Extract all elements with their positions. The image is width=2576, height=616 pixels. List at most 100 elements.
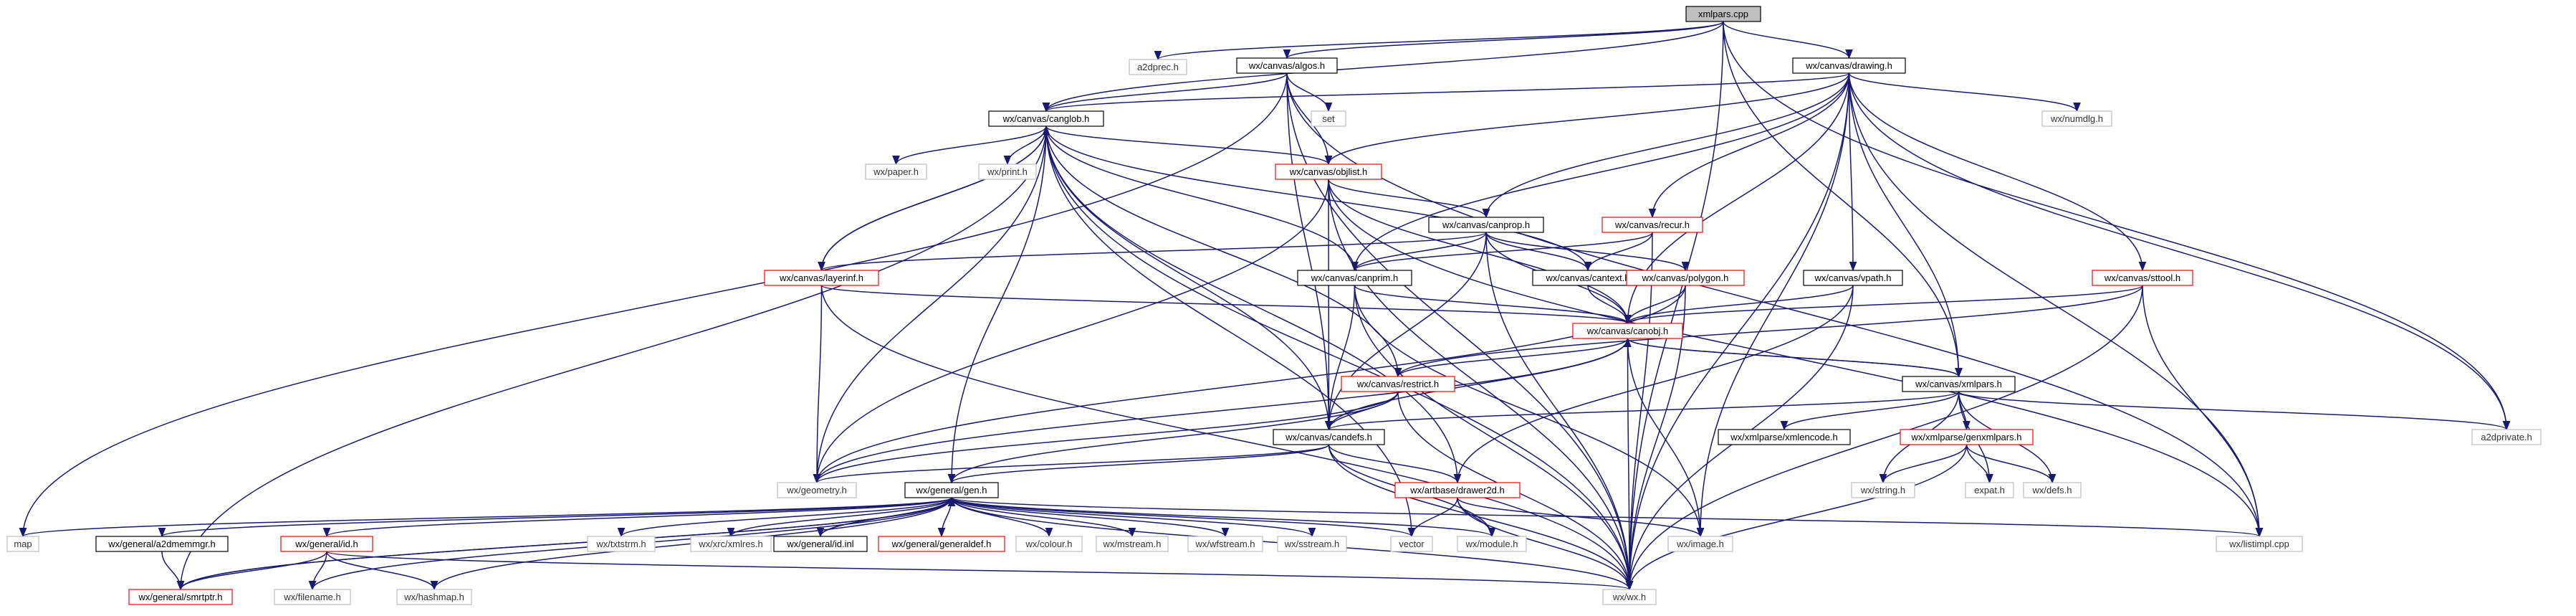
node-box <box>878 536 1005 552</box>
edge-canprim_h-to-candefs_h <box>1325 285 1356 431</box>
edge-gen_h-to-a2dmemmgr_h <box>158 497 952 538</box>
node-algos-h[interactable]: wx/canvas/algos.h <box>1236 57 1338 74</box>
node-label: wx/general/gen.h <box>915 485 987 496</box>
edge-canobj_h-to-image_h <box>1627 338 1705 538</box>
edge-sttool_h-to-restrict_h <box>1394 285 2143 378</box>
edge-drawing_h-to-canprim_h <box>1351 72 1850 272</box>
node-id-inl[interactable]: wx/general/id.inl <box>773 536 868 552</box>
edge-drawing_h-to-listimpl_cpp <box>1848 72 2264 538</box>
node-label: wx/artbase/drawer2d.h <box>1409 485 1505 496</box>
node-map: map <box>6 536 39 552</box>
node-listimpl-cpp: wx/listimpl.cpp <box>2216 536 2303 552</box>
edge-id_h-to-smrtptr_h <box>176 551 327 591</box>
node-label: wx/colour.h <box>1025 539 1072 549</box>
node-box <box>1457 536 1527 552</box>
node-canobj-h[interactable]: wx/canvas/canobj.h <box>1572 323 1683 339</box>
edge-objlist_h-to-canprop_h <box>1328 179 1490 219</box>
node-wfstream-h: wx/wfstream.h <box>1187 536 1263 552</box>
node-box <box>2092 270 2193 286</box>
node-xmlpars-h[interactable]: wx/canvas/xmlpars.h <box>1902 376 2016 392</box>
node-image-h: wx/image.h <box>1667 536 1733 552</box>
node-label: wx/canvas/layerinf.h <box>779 273 863 283</box>
edge-canobj_h-to-restrict_h <box>1394 338 1629 378</box>
node-id-h[interactable]: wx/general/id.h <box>280 536 373 552</box>
edge-xmlpars_cpp-to-a2dprivate_h <box>1723 21 2511 431</box>
node-label: set <box>1322 113 1335 124</box>
edge-gen_h-to-txtstrm_h <box>617 497 952 538</box>
node-label: wx/defs.h <box>2032 485 2072 496</box>
node-box <box>1900 429 2034 445</box>
node-label: wx/general/a2dmemmgr.h <box>107 539 216 549</box>
edge-vpath_h-to-canobj_h <box>1624 285 1854 325</box>
edge-canprim_h-to-wx_h <box>1354 285 1634 591</box>
node-polygon-h[interactable]: wx/canvas/polygon.h <box>1626 270 1745 286</box>
edge-gen_h-to-id_h <box>323 497 952 538</box>
edge-canprop_h-to-wx_h <box>1485 232 1634 591</box>
node-vpath-h[interactable]: wx/canvas/vpath.h <box>1803 270 1903 286</box>
node-drawer2d-h[interactable]: wx/artbase/drawer2d.h <box>1394 482 1521 498</box>
node-genxmlpars-h[interactable]: wx/xmlparse/genxmlpars.h <box>1900 429 2034 445</box>
edge-objlist_h-to-canobj_h <box>1328 179 1632 325</box>
node-gen-h[interactable]: wx/general/gen.h <box>904 482 999 498</box>
node-canglob-h[interactable]: wx/canvas/canglob.h <box>988 110 1104 127</box>
node-candefs-h[interactable]: wx/canvas/candefs.h <box>1273 429 1385 445</box>
node-canprop-h[interactable]: wx/canvas/canprop.h <box>1428 217 1544 233</box>
node-box <box>396 589 472 605</box>
node-label: wx/listimpl.cpp <box>2228 539 2289 549</box>
node-objlist-h[interactable]: wx/canvas/objlist.h <box>1275 164 1382 180</box>
node-label: wx/canvas/candefs.h <box>1285 432 1372 442</box>
node-box <box>1341 376 1455 392</box>
node-box <box>1273 429 1385 445</box>
node-box <box>978 164 1037 180</box>
edge-candefs_h-to-drawer2d_h <box>1328 444 1462 484</box>
node-label: a2dprec.h <box>1137 62 1179 72</box>
edge-canglob_h-to-vector <box>1045 125 1416 538</box>
node-box <box>1187 536 1263 552</box>
edge-gen_h-to-map <box>19 497 952 538</box>
node-smrtptr-h[interactable]: wx/general/smrtptr.h <box>128 589 233 605</box>
node-box <box>2216 536 2303 552</box>
node-box <box>1275 164 1382 180</box>
node-drawing-h[interactable]: wx/canvas/drawing.h <box>1792 57 1906 74</box>
edge-gen_h-to-module_h <box>951 497 1496 538</box>
edge-drawer2d_h-to-wx_h <box>1457 497 1634 591</box>
edge-algos_h-to-canglob_h <box>1042 72 1288 113</box>
edge-drawing_h-to-vpath_h <box>1848 72 1857 272</box>
edge-canglob_h-to-wx_h <box>1045 125 1634 591</box>
node-sttool-h[interactable]: wx/canvas/sttool.h <box>2092 270 2193 286</box>
edge-algos_h-to-set <box>1286 72 1333 113</box>
node-sstream-h: wx/sstream.h <box>1277 536 1347 552</box>
node-label: wx/sstream.h <box>1284 539 1340 549</box>
edge-canobj_h-to-wx_h <box>1625 338 1634 591</box>
node-label: wx/canvas/restrict.h <box>1356 379 1439 389</box>
edge-canprop_h-to-layerinf_h <box>818 232 1487 272</box>
edge-drawing_h-to-sttool_h <box>1848 72 2147 272</box>
node-canprim-h[interactable]: wx/canvas/canprim.h <box>1297 270 1412 286</box>
node-box <box>1394 482 1521 498</box>
node-mstream-h: wx/mstream.h <box>1096 536 1169 552</box>
edge-xmlpars_cpp-to-canglob_h <box>1042 21 1724 113</box>
node-module-h: wx/module.h <box>1457 536 1527 552</box>
node-box <box>6 536 39 552</box>
node-box <box>95 536 229 552</box>
node-restrict-h[interactable]: wx/canvas/restrict.h <box>1341 376 1455 392</box>
edge-drawer2d_h-to-vector <box>1407 497 1458 538</box>
node-xmlpars-cpp[interactable]: xmlpars.cpp <box>1685 6 1761 22</box>
node-box <box>274 589 351 605</box>
node-box <box>1667 536 1733 552</box>
node-box <box>1129 59 1187 75</box>
node-expat-h: expat.h <box>1965 482 2014 498</box>
node-xmlencode-h[interactable]: wx/xmlparse/xmlencode.h <box>1718 429 1851 445</box>
edge-drawing_h-to-objlist_h <box>1324 72 1850 166</box>
node-a2dmemmgr-h[interactable]: wx/general/a2dmemmgr.h <box>95 536 229 552</box>
node-recur-h[interactable]: wx/canvas/recur.h <box>1601 217 1703 233</box>
node-layerinf-h[interactable]: wx/canvas/layerinf.h <box>764 270 879 286</box>
edge-canprim_h-to-image_h <box>1354 285 1705 538</box>
edge-canprim_h-to-canobj_h <box>1354 285 1632 325</box>
edge-canglob_h-to-objlist_h <box>1045 125 1333 166</box>
node-generaldef-h[interactable]: wx/general/generaldef.h <box>878 536 1005 552</box>
edge-gen_h-to-sstream_h <box>951 497 1316 538</box>
edge-canglob_h-to-gen_h <box>947 125 1047 484</box>
node-box <box>1965 482 2014 498</box>
node-filename-h: wx/filename.h <box>274 589 351 605</box>
